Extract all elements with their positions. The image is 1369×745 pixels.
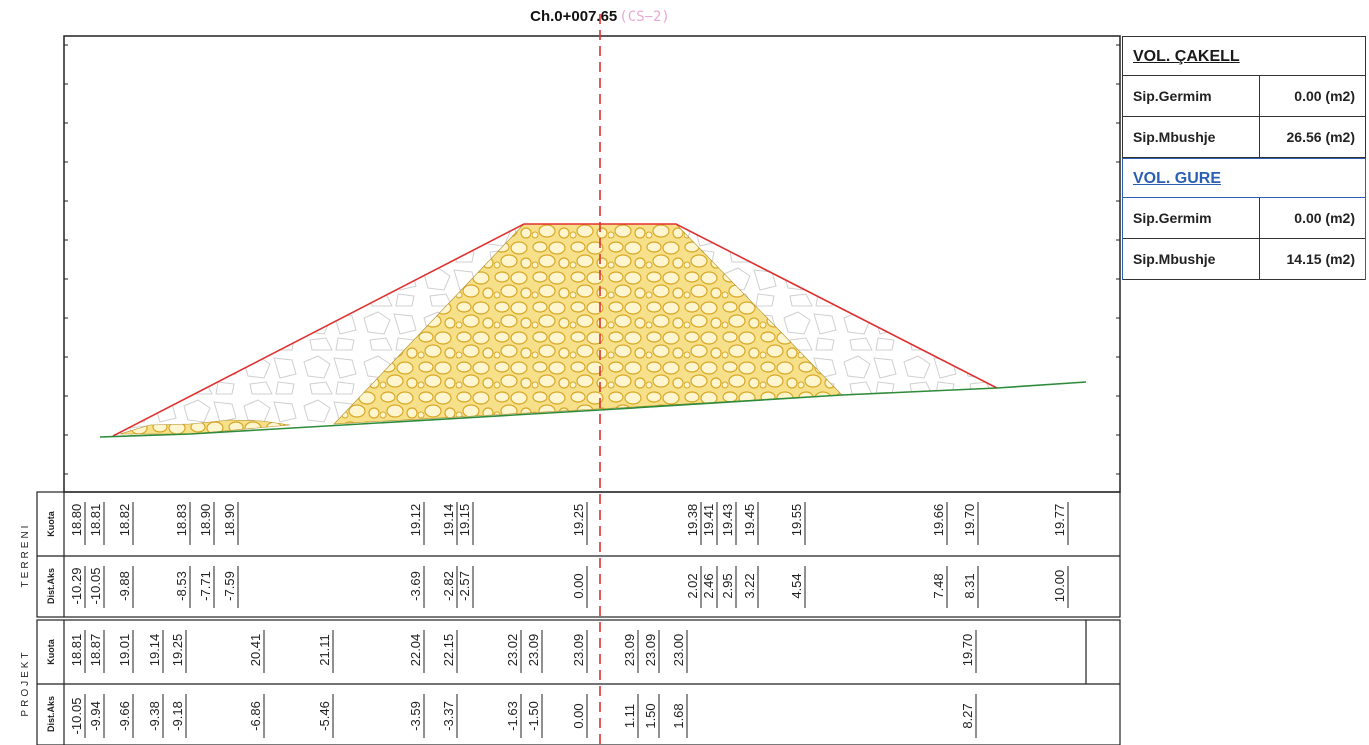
chainage-label: Ch.0+007.65 [530, 8, 618, 25]
volume-row-value: 14.15 (m2) [1286, 251, 1355, 267]
projekt-dist-value: 1.11 [622, 704, 637, 728]
terreni-kuota-value: 19.15 [457, 504, 472, 537]
terreni-dist-value: -7.71 [198, 571, 213, 601]
projekt-kuota-value: 23.09 [526, 634, 541, 667]
terreni-kuota-value: 19.77 [1052, 504, 1067, 537]
projekt-table [36, 619, 1121, 745]
volume-block-cakell: VOL. ÇAKELL Sip.Germim 0.00 (m2) Sip.Mbu… [1122, 36, 1366, 158]
terreni-dist-value: -7.59 [222, 571, 237, 601]
projekt-kuota-value: 18.87 [88, 634, 103, 667]
terreni-kuota-label: Kuota [46, 510, 56, 536]
terreni-kuota-value: 19.25 [571, 504, 586, 537]
terreni-kuota-value: 18.81 [88, 504, 103, 537]
terreni-dist-value: -10.29 [69, 568, 84, 605]
volume-row: Sip.Mbushje 26.56 (m2) [1123, 117, 1365, 158]
terreni-dist-value: 10.00 [1052, 570, 1067, 603]
terreni-dist-value: -2.57 [457, 571, 472, 601]
terreni-dist-value: -2.82 [441, 571, 456, 601]
projekt-kuota-value: 23.09 [571, 634, 586, 667]
volume-row: Sip.Germim 0.00 (m2) [1123, 198, 1365, 239]
volume-summary: VOL. ÇAKELL Sip.Germim 0.00 (m2) Sip.Mbu… [1122, 36, 1366, 280]
volume-row-value: 26.56 (m2) [1286, 129, 1355, 145]
terreni-kuota-value: 19.38 [685, 504, 700, 537]
projekt-dist-value: -3.37 [441, 701, 456, 731]
projekt-dist-value: -5.46 [317, 701, 332, 731]
projekt-kuota-value: 23.02 [505, 634, 520, 667]
volume-row-label: Sip.Germim [1123, 76, 1260, 116]
terreni-dist-value: -10.05 [88, 568, 103, 605]
terreni-kuota-value: 18.80 [69, 504, 84, 537]
volume-row-label: Sip.Mbushje [1123, 239, 1260, 279]
projekt-dist-value: -9.38 [147, 701, 162, 731]
terreni-dist-value: -9.88 [117, 571, 132, 601]
projekt-kuota-value: 21.11 [317, 634, 332, 666]
volume-row: Sip.Germim 0.00 (m2) [1123, 76, 1365, 117]
terreni-kuota-value: 18.82 [117, 504, 132, 537]
projekt-kuota-value: 19.70 [960, 634, 975, 667]
terreni-dist-value: 0.00 [571, 573, 586, 598]
projekt-dist-value: -10.05 [69, 698, 84, 735]
terreni-kuota-value: 18.90 [198, 504, 213, 537]
terreni-kuota-value: 19.12 [408, 504, 423, 537]
terreni-table [36, 491, 1121, 618]
terreni-dist-value: 2.02 [685, 573, 700, 598]
projekt-kuota-value: 19.14 [147, 634, 162, 667]
terreni-kuota-value: 19.43 [720, 504, 735, 537]
terreni-dist-value: 8.31 [962, 573, 977, 598]
terreni-kuota-value: 19.41 [701, 504, 716, 537]
projekt-kuota-value: 22.15 [441, 634, 456, 667]
volume-row-value: 0.00 (m2) [1294, 210, 1355, 226]
projekt-dist-value: 1.50 [643, 703, 658, 728]
projekt-kuota-value: 23.00 [671, 634, 686, 667]
volume-row-value: 0.00 (m2) [1294, 88, 1355, 104]
projekt-dist-value: -9.66 [117, 701, 132, 731]
terreni-dist-label: Dist.Aks [46, 568, 56, 604]
projekt-dist-label: Dist.Aks [46, 696, 56, 732]
terreni-kuota-value: 19.66 [931, 504, 946, 537]
terreni-dist-value: 7.48 [931, 573, 946, 598]
terreni-dist-value: -3.69 [408, 571, 423, 601]
projekt-dist-value: 1.68 [671, 703, 686, 728]
terreni-kuota-value: 19.70 [962, 504, 977, 537]
terreni-dist-value: 4.54 [789, 573, 804, 598]
terreni-kuota-value: 18.83 [174, 504, 189, 537]
terreni-group-label: TERRENI [20, 523, 31, 588]
projekt-kuota-value: 22.04 [408, 634, 423, 667]
terreni-dist-value: 2.46 [701, 573, 716, 598]
terreni-kuota-value: 18.90 [222, 504, 237, 537]
projekt-dist-value: -1.50 [526, 701, 541, 731]
projekt-dist-value: -9.18 [170, 701, 185, 731]
terreni-kuota-value: 19.55 [789, 504, 804, 537]
rock-fill-region-right [676, 224, 997, 395]
section-title: Ch.0+007.65(CS−2) [0, 8, 1200, 25]
projekt-dist-value: 0.00 [571, 703, 586, 728]
projekt-kuota-value: 23.09 [622, 634, 637, 667]
terreni-dist-value: 3.22 [742, 573, 757, 598]
projekt-dist-value: -1.63 [505, 701, 520, 731]
projekt-dist-value: 8.27 [960, 703, 975, 728]
projekt-dist-value: -9.94 [88, 701, 103, 731]
terreni-kuota-value: 19.14 [441, 504, 456, 537]
ground-profile-line [99, 381, 1087, 438]
volume-block-gure: VOL. GURE Sip.Germim 0.00 (m2) Sip.Mbush… [1122, 158, 1366, 280]
volume-title-gure: VOL. GURE [1123, 159, 1365, 198]
section-code: (CS−2) [619, 9, 670, 25]
volume-row-label: Sip.Mbushje [1123, 117, 1260, 157]
volume-row: Sip.Mbushje 14.15 (m2) [1123, 239, 1365, 280]
projekt-dist-value: -3.59 [408, 701, 423, 731]
projekt-group-label: PROJEKT [20, 649, 31, 716]
terreni-dist-value: -8.53 [174, 571, 189, 601]
terreni-dist-value: 2.95 [720, 573, 735, 598]
projekt-kuota-label: Kuota [46, 638, 56, 664]
projekt-kuota-value: 19.25 [170, 634, 185, 667]
projekt-kuota-value: 19.01 [117, 634, 132, 667]
projekt-kuota-value: 20.41 [248, 634, 263, 667]
projekt-kuota-value: 23.09 [643, 634, 658, 667]
projekt-dist-value: -6.86 [248, 701, 263, 731]
volume-row-label: Sip.Germim [1123, 198, 1260, 238]
projekt-kuota-value: 18.81 [69, 634, 84, 667]
terreni-kuota-value: 19.45 [742, 504, 757, 537]
volume-title-cakell: VOL. ÇAKELL [1123, 37, 1365, 76]
